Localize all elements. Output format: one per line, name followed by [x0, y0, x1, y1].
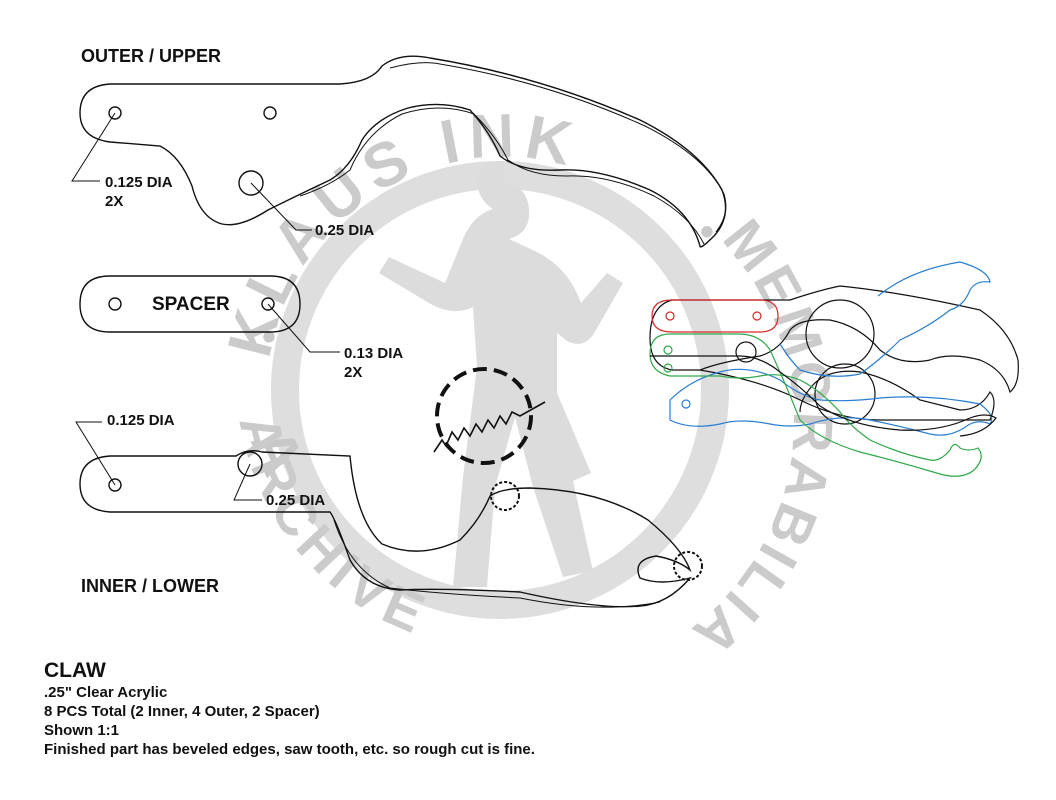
spacer-heading: SPACER	[152, 294, 230, 315]
notes-line-quantity: 8 PCS Total (2 Inner, 4 Outer, 2 Spacer)	[44, 703, 320, 720]
assembly-green-hole-2	[663, 363, 673, 373]
sawtooth-detail-circle	[435, 367, 533, 465]
detail-circle-2	[673, 551, 703, 581]
inner-lower-hole-large	[237, 451, 263, 477]
outer-upper-outline	[79, 55, 727, 248]
leader-inner-small	[75, 421, 116, 486]
assembly-outer-black-2	[699, 369, 995, 421]
assembly-outer-blue-2	[669, 368, 993, 436]
inner-lower-small-hole-label: 0.125 DIA	[107, 412, 175, 429]
outer-upper-small-hole-label: 0.125 DIA	[105, 174, 173, 191]
spacer-outline	[79, 275, 301, 333]
assembly-red-hole-2	[752, 311, 762, 321]
spacer-part	[79, 275, 340, 353]
inner-lower-bevel	[333, 519, 661, 608]
assembly-spacer-red	[651, 299, 779, 333]
notes-line-finish: Finished part has beveled edges, saw too…	[44, 741, 535, 758]
inner-lower-outline	[79, 449, 692, 608]
watermark-dot-left: •	[262, 315, 276, 359]
assembly-outer-blue	[779, 261, 991, 377]
outer-upper-hole-small-2	[263, 106, 277, 120]
watermark-archive-text: ARCHIVE	[227, 408, 439, 647]
spacer-hole-qty: 2X	[344, 364, 363, 381]
assembly-inner-green	[649, 333, 982, 477]
outer-upper-hole-small-1	[108, 106, 122, 120]
inner-lower-part	[75, 421, 703, 608]
leader-inner-large	[233, 463, 262, 501]
notes-line-scale: Shown 1:1	[44, 722, 120, 739]
sawtooth-line	[433, 401, 546, 453]
spacer-hole-1	[108, 297, 122, 311]
spacer-hole-label: 0.13 DIA	[344, 345, 404, 362]
inner-lower-large-hole-label: 0.25 DIA	[266, 492, 326, 509]
outer-upper-small-hole-qty: 2X	[105, 193, 124, 210]
assembly-black-hole	[805, 299, 875, 369]
assembly-center-hole	[735, 341, 757, 363]
outer-upper-hole-large	[238, 170, 264, 196]
assembly-black-hole-2	[814, 363, 876, 425]
assembly-outer-black	[649, 285, 1019, 394]
inner-lower-heading: INNER / LOWER	[81, 576, 219, 596]
sawtooth-detail	[433, 367, 546, 465]
assembly-blue-hole	[681, 399, 691, 409]
spacer-hole-2	[261, 297, 275, 311]
assembly-green-hole-1	[663, 345, 673, 355]
leader-spacer	[267, 303, 340, 353]
notes-title: CLAW	[44, 659, 106, 682]
inner-lower-hole-small	[108, 478, 122, 492]
leader-outer-small	[71, 112, 116, 182]
watermark-dot-right: •	[700, 210, 714, 254]
assembly-red-hole-1	[665, 311, 675, 321]
detail-circle-1	[490, 481, 520, 511]
notes-block: CLAW .25" Clear Acrylic 8 PCS Total (2 I…	[44, 659, 535, 759]
assembly-overlay	[649, 261, 1019, 477]
assembly-inner-black	[650, 355, 997, 437]
outer-upper-heading: OUTER / UPPER	[81, 46, 222, 66]
outer-upper-bevel	[299, 62, 727, 245]
outer-upper-large-hole-label: 0.25 DIA	[315, 222, 375, 239]
outer-upper-part	[71, 55, 727, 248]
notes-line-material: .25" Clear Acrylic	[44, 684, 168, 701]
leader-outer-large	[250, 182, 312, 231]
